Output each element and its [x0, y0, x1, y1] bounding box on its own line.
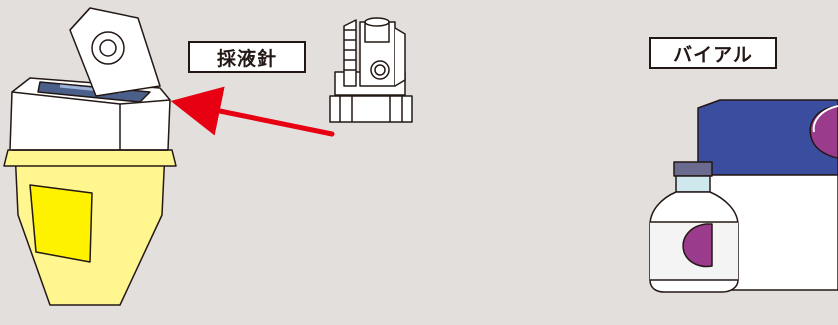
sharps-container-icon: [3, 7, 177, 306]
vial-label: バイアル: [649, 37, 777, 69]
vial-adapter-needle-icon: [329, 17, 413, 123]
arrow-left-icon: [170, 86, 335, 137]
needle-label: 採液針: [188, 41, 306, 73]
medicine-vial-icon: [649, 161, 739, 293]
